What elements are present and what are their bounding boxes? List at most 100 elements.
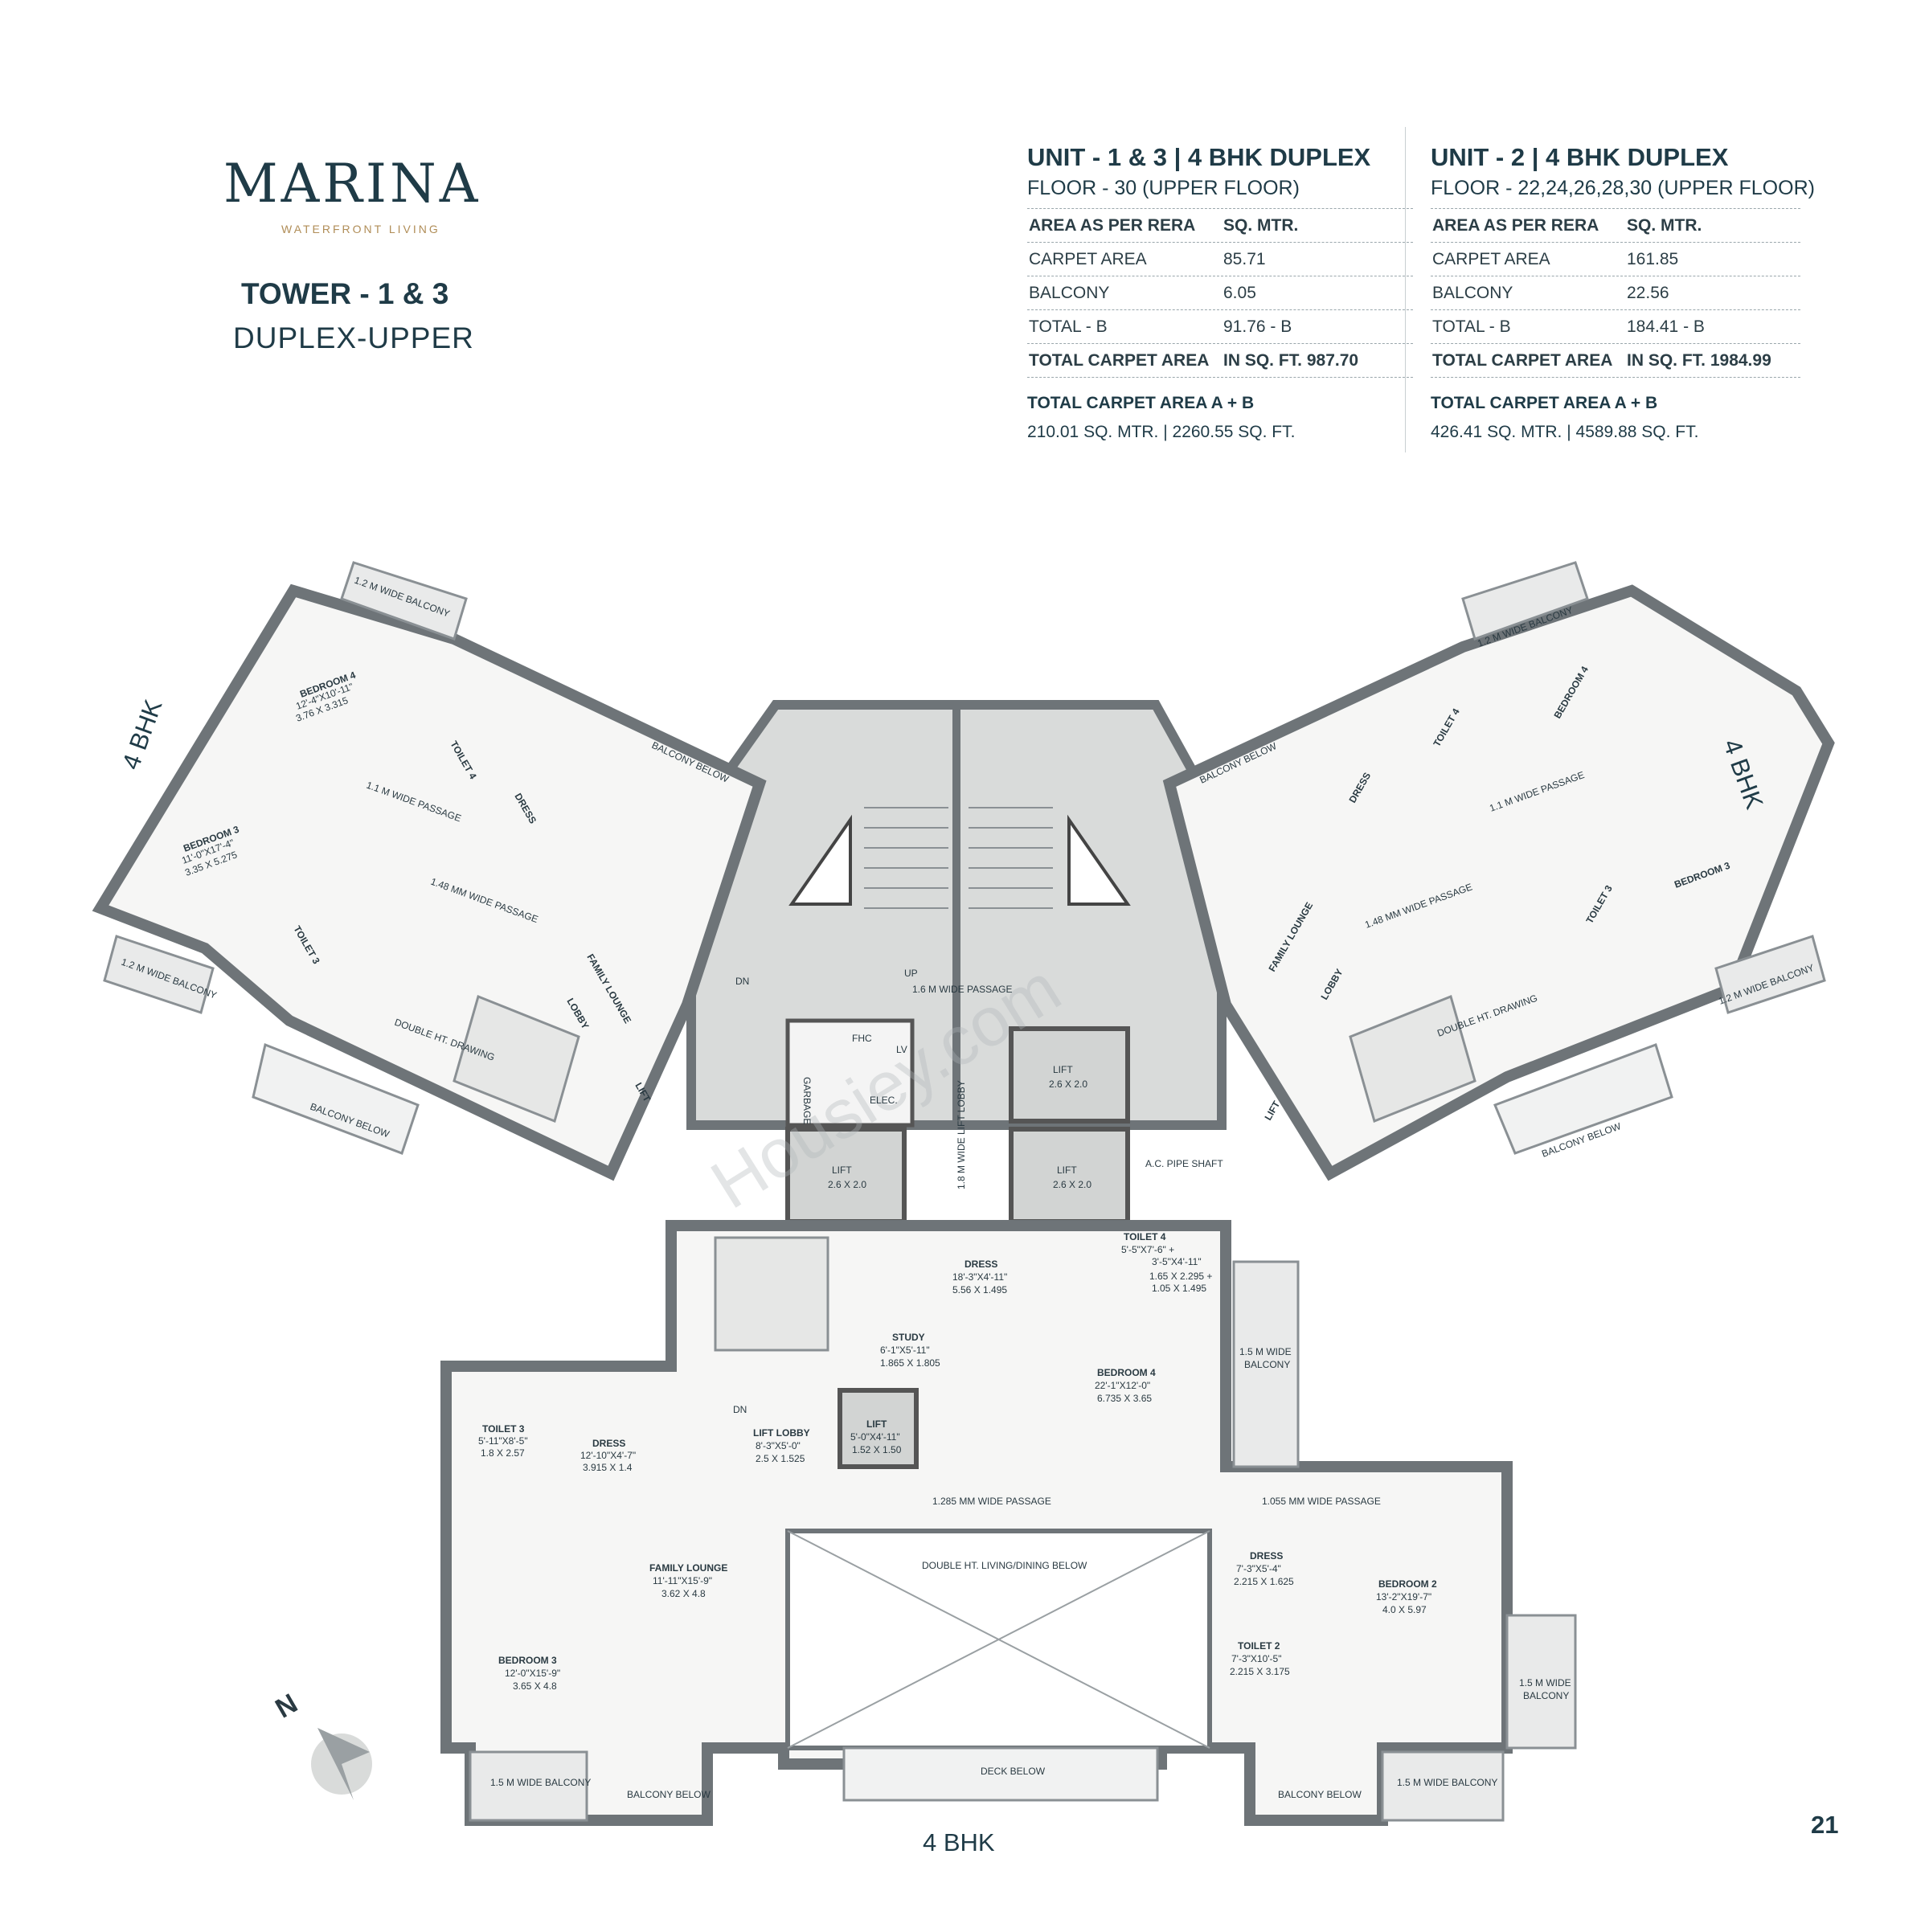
room-dim: 18'-3"X4'-11" <box>952 1271 1007 1283</box>
balcony-label: BALCONY BELOW <box>627 1789 711 1800</box>
left-wing <box>92 583 767 1181</box>
room-label: GARBAGE <box>801 1077 813 1124</box>
room-dim: 3.62 X 4.8 <box>661 1588 706 1599</box>
service-block <box>785 1018 915 1128</box>
room-label: BEDROOM 3 <box>498 1655 557 1666</box>
deck-below <box>842 1746 1159 1802</box>
lift-left <box>785 1127 907 1224</box>
compass-icon <box>311 1728 372 1800</box>
table-divider <box>1405 127 1406 452</box>
balcony-label: 1.5 M WIDE BALCONY <box>490 1777 591 1788</box>
room-dim: 3'-5"X4'-11" <box>1152 1256 1202 1267</box>
lift-label: LIFT <box>866 1418 887 1430</box>
bottom-stair <box>714 1236 829 1352</box>
room-label: DRESS <box>592 1438 625 1449</box>
room-label: LIFT LOBBY <box>753 1427 810 1439</box>
lift-label: LIFT <box>1057 1165 1077 1176</box>
left-balcony-top <box>340 561 468 641</box>
room-dim: 22'-1"X12'-0" <box>1095 1380 1150 1391</box>
room-label: DRESS <box>1250 1550 1283 1562</box>
balcony-label: 1.5 M WIDE <box>1239 1346 1292 1357</box>
room-dim: 3.65 X 4.8 <box>513 1680 557 1692</box>
balcony-label: 1.5 M WIDE <box>1519 1677 1571 1688</box>
room-dim: 8'-3"X5'-0" <box>756 1440 801 1451</box>
room-dim: 7'-3"X10'-5" <box>1231 1653 1281 1664</box>
shaft-label: A.C. PIPE SHAFT <box>1145 1158 1223 1169</box>
stair-label: DN <box>735 976 749 987</box>
passage-label: 1.285 MM WIDE PASSAGE <box>932 1496 1051 1507</box>
room-label: DRESS <box>964 1259 997 1270</box>
stair-label: DN <box>733 1404 747 1415</box>
room-dim: 5.56 X 1.495 <box>952 1284 1007 1296</box>
room-label: TOILET 3 <box>482 1423 525 1435</box>
stair-void-right <box>1067 814 1131 906</box>
left-stair <box>453 994 580 1124</box>
brand-tagline: WATERFRONT LIVING <box>281 223 440 235</box>
balcony-bl <box>469 1750 588 1822</box>
room-dim: 2.215 X 3.175 <box>1230 1666 1290 1677</box>
room-dim: 5'-5"X7'-6" + <box>1121 1244 1174 1255</box>
balcony-label: BALCONY BELOW <box>1278 1789 1362 1800</box>
tower-title: TOWER - 1 & 3 <box>241 277 449 310</box>
left-balcony-bottom <box>103 935 215 1014</box>
total-label: TOTAL CARPET AREA A + B <box>1027 394 1255 412</box>
tower-subtitle: DUPLEX-UPPER <box>233 321 474 354</box>
room-label: TOILET 4 <box>1124 1231 1166 1242</box>
stair-void-left <box>788 814 852 906</box>
unit-label-bottom: 4 BHK <box>923 1828 995 1856</box>
balcony-br <box>1381 1750 1505 1822</box>
unit-1-3-area-table: UNIT - 1 & 3 | 4 BHK DUPLEX FLOOR - 30 (… <box>1027 143 1413 442</box>
room-dim: 5'-11"X8'-5" <box>478 1435 528 1447</box>
balcony-label: BALCONY <box>1523 1690 1569 1701</box>
page-number: 21 <box>1811 1811 1839 1839</box>
lift-dim: 2.6 X 2.0 <box>1049 1079 1087 1090</box>
stair-label: UP <box>904 968 918 979</box>
lift-right <box>1009 1127 1130 1224</box>
right-balcony-1 <box>1232 1260 1300 1468</box>
passage-label: 1.6 M WIDE PASSAGE <box>912 984 1012 995</box>
compass-label: N <box>270 1688 302 1724</box>
unit-floor: FLOOR - 22,24,26,28,30 (UPPER FLOOR) <box>1431 177 1815 199</box>
room-label: ELEC. <box>870 1095 898 1106</box>
balcony-label: BALCONY <box>1244 1359 1290 1370</box>
lift-label: LIFT <box>832 1165 852 1176</box>
right-wing <box>1162 584 1835 1181</box>
bottom-lift <box>838 1388 919 1469</box>
room-dim: 3.915 X 1.4 <box>583 1462 633 1473</box>
room-label: BEDROOM 2 <box>1378 1578 1437 1590</box>
passage-label: 1.055 MM WIDE PASSAGE <box>1262 1496 1381 1507</box>
lift-dim: 1.52 X 1.50 <box>852 1444 902 1455</box>
unit-floor: FLOOR - 30 (UPPER FLOOR) <box>1027 177 1300 199</box>
right-balcony-top <box>1461 561 1589 641</box>
room-dim: 6'-1"X5'-11" <box>880 1345 930 1356</box>
left-balcony-below <box>252 1042 420 1155</box>
right-balcony-below <box>1493 1043 1673 1155</box>
room-dim: 1.05 X 1.495 <box>1152 1283 1206 1294</box>
room-dim: 1.865 X 1.805 <box>880 1357 940 1369</box>
brand-logo: MARINA <box>223 153 481 215</box>
room-label: LV <box>896 1044 907 1055</box>
balcony-label: 1.5 M WIDE BALCONY <box>1397 1777 1497 1788</box>
room-dim: 7'-3"X5'-4" <box>1236 1563 1281 1574</box>
total-value: 426.41 SQ. MTR. | 4589.88 SQ. FT. <box>1431 423 1699 441</box>
room-dim: 4.0 X 5.97 <box>1382 1604 1427 1615</box>
passage-label: 1.8 M WIDE LIFT LOBBY <box>956 1080 967 1189</box>
room-label: TOILET 2 <box>1238 1640 1280 1652</box>
room-label: DOUBLE HT. LIVING/DINING BELOW <box>922 1560 1087 1571</box>
room-label: FHC <box>852 1033 872 1044</box>
room-dim: 2.5 X 1.525 <box>756 1453 805 1464</box>
total-label: TOTAL CARPET AREA A + B <box>1431 394 1658 412</box>
room-dim: 1.8 X 2.57 <box>481 1447 525 1459</box>
room-dim: 12'-10"X4'-7" <box>580 1450 636 1461</box>
